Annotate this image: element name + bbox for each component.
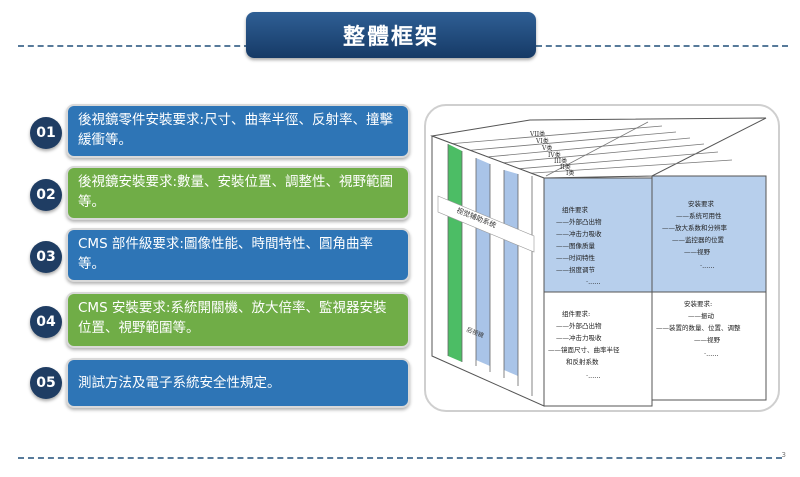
quadrant-line: ——图像质量 [556, 241, 596, 250]
quadrant-line: 安装要求: [684, 299, 712, 308]
item-number-badge: 02 [30, 179, 62, 211]
quadrant-line: ——系统可用性 [676, 211, 722, 220]
framework-diagram-frame: VII类 VI类 V类 IV类 III类 II类 I类 视觉辅助系统 后视镜 组 [424, 104, 780, 412]
top-label: I类 [566, 169, 574, 177]
top-label: III类 [554, 157, 567, 165]
left-slab-blue [476, 158, 490, 366]
left-slab-green [448, 144, 462, 362]
quadrant-line: ——外部凸出物 [556, 321, 602, 330]
top-right-dashed-line [536, 45, 788, 47]
item-number-badge: 01 [30, 117, 62, 149]
quadrant-ellipsis: ·...... [586, 372, 600, 380]
front-quadrant-bottom-left [543, 291, 653, 407]
quadrant-line: ——放大系数和分辨率 [662, 223, 728, 232]
quadrant-line: ——装置的数量、位置、调整 [656, 323, 741, 332]
front-quadrant-top-left [543, 177, 653, 293]
quadrant-line: ——冲击力吸收 [556, 333, 602, 342]
item-number-badge: 05 [30, 367, 62, 399]
top-label: II类 [560, 163, 571, 171]
bottom-dashed-line [18, 457, 782, 459]
top-label: VI类 [535, 137, 549, 145]
item-text-box: CMS 部件級要求:圖像性能、時間特性、圓角曲率等。 [66, 228, 410, 282]
left-slab-blue [504, 170, 518, 376]
page-title: 整體框架 [246, 12, 536, 58]
page-number: 3 [781, 451, 786, 459]
item-number-badge: 04 [30, 306, 62, 338]
quadrant-text-tr: 安装要求 ——系统可用性 ——放大系数和分辨率 ——监控器的位置 ——视野 ·.… [662, 199, 728, 270]
quadrant-line: ——振动 [688, 311, 715, 320]
quadrant-line: ——镜面尺寸、曲率半径 [548, 345, 620, 354]
quadrant-ellipsis: ·...... [586, 278, 600, 286]
quadrant-ellipsis: ·...... [700, 262, 714, 270]
top-label: V类 [541, 144, 552, 152]
cube-top-layers [447, 121, 733, 177]
front-quadrant-bottom-right [651, 291, 767, 401]
top-left-dashed-line [18, 45, 250, 47]
quadrant-line: ——视野 [694, 335, 721, 344]
quadrant-line: ——拐度调节 [556, 265, 596, 274]
quadrant-line: ——冲击力吸收 [556, 229, 602, 238]
item-number-badge: 03 [30, 241, 62, 273]
item-text-box: 後視鏡零件安裝要求:尺寸、曲率半徑、反射率、撞擊緩衝等。 [66, 104, 410, 158]
quadrant-ellipsis: ·...... [704, 350, 718, 358]
top-label: IV类 [548, 151, 561, 159]
quadrant-text-bl: 组件要求: ——外部凸出物 ——冲击力吸收 ——镜面尺寸、曲率半径 和反射系数 … [548, 309, 620, 380]
quadrant-line: ——外部凸出物 [556, 217, 602, 226]
item-text-box: 後視鏡安裝要求:數量、安裝位置、調整性、視野範圍等。 [66, 166, 410, 220]
quadrant-text-tl: 组件要求 ——外部凸出物 ——冲击力吸收 ——图像质量 ——时间特性 ——拐度调… [556, 205, 602, 286]
quadrant-line: 和反射系数 [566, 357, 599, 366]
quadrant-line: 安装要求 [688, 199, 715, 208]
quadrant-line: ——时间特性 [556, 253, 596, 262]
item-text-box: CMS 安裝要求:系統開關機、放大倍率、監視器安裝位置、視野範圍等。 [66, 292, 410, 348]
quadrant-line: ——视野 [684, 247, 711, 256]
framework-cube-diagram: VII类 VI类 V类 IV类 III类 II类 I类 视觉辅助系统 后视镜 组 [430, 117, 767, 407]
quadrant-line: 组件要求: [562, 309, 590, 318]
quadrant-text-br: 安装要求: ——振动 ——装置的数量、位置、调整 ——视野 ·...... [656, 299, 741, 358]
side-label-band [437, 195, 535, 253]
left-slab-lines [447, 144, 533, 396]
front-quadrant-top-right [651, 175, 767, 293]
top-label: VII类 [529, 130, 545, 138]
item-text-box: 測試方法及電子系統安全性規定。 [66, 358, 410, 408]
quadrant-line: 组件要求 [562, 205, 589, 214]
quadrant-line: ——监控器的位置 [672, 235, 725, 244]
